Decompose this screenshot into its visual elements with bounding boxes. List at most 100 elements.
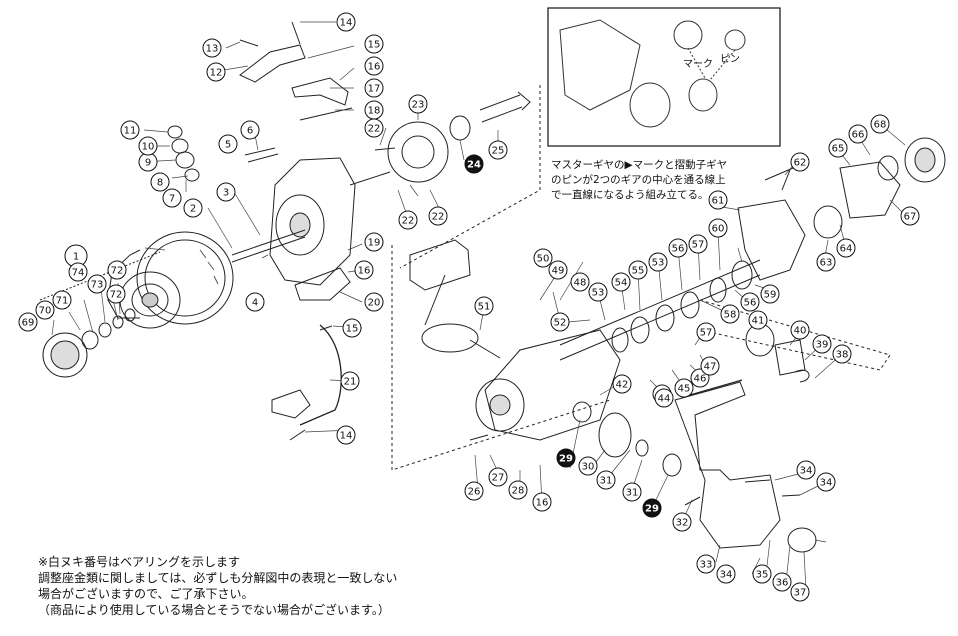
callout-label: 40 bbox=[794, 326, 807, 337]
rotor-nut-23 bbox=[387, 121, 449, 183]
callout-label: 26 bbox=[468, 487, 481, 498]
callout-circle bbox=[596, 470, 616, 490]
callout-circle bbox=[654, 388, 674, 408]
callout-circle bbox=[216, 182, 236, 202]
callout-label: 14 bbox=[340, 431, 353, 442]
inset-note: マスターギヤの▶マークと摺動子ギヤ のピンが2つのギアの中心を通る線上 で一直線… bbox=[551, 158, 777, 203]
callout-72: 72 bbox=[107, 260, 127, 280]
callout-label: 32 bbox=[676, 518, 689, 529]
callout-circle bbox=[52, 290, 72, 310]
guide-dashed-rotor-group bbox=[399, 85, 541, 269]
callout-26: 26 bbox=[464, 481, 484, 501]
callout-label: 34 bbox=[720, 570, 733, 581]
callout-circle bbox=[464, 481, 484, 501]
callout-label: 27 bbox=[492, 473, 505, 484]
callout-label: 23 bbox=[412, 100, 425, 111]
callout-label: 67 bbox=[904, 212, 917, 223]
body-assembly bbox=[475, 137, 946, 441]
callout-32: 32 bbox=[672, 512, 692, 532]
drag-washer-72 bbox=[112, 315, 124, 329]
part-callouts: 1234567891011121314141515161616171819202… bbox=[18, 12, 920, 602]
callout-18: 18 bbox=[364, 100, 384, 120]
gear-64 bbox=[813, 205, 843, 239]
inset-note-line: で一直線になるよう組み立てる。 bbox=[551, 189, 709, 201]
callout-circle bbox=[700, 356, 720, 376]
callout-label: 16 bbox=[358, 266, 371, 277]
callout-label: 39 bbox=[816, 340, 829, 351]
callout-label: 17 bbox=[368, 84, 381, 95]
guide-dashed-spool-bracket bbox=[39, 251, 161, 308]
callout-circle bbox=[772, 572, 792, 592]
callout-circle bbox=[752, 564, 772, 584]
callout-circle bbox=[340, 371, 360, 391]
callout-circle bbox=[364, 118, 384, 138]
callout-22: 22 bbox=[398, 210, 418, 230]
callout-circle bbox=[816, 472, 836, 492]
reel-body bbox=[484, 329, 621, 441]
callout-56: 56 bbox=[740, 292, 760, 312]
callout-label: 50 bbox=[537, 254, 550, 265]
bail-arm-20 bbox=[294, 267, 351, 301]
callout-20: 20 bbox=[364, 292, 384, 312]
callout-circle bbox=[628, 260, 648, 280]
callout-label: 36 bbox=[776, 578, 789, 589]
inset-mark-label: マーク bbox=[683, 58, 713, 70]
callout-circle bbox=[206, 62, 226, 82]
callout-label: 62 bbox=[794, 158, 807, 169]
parts-drawing bbox=[39, 7, 946, 591]
callout-circle bbox=[622, 482, 642, 502]
callout-55: 55 bbox=[628, 260, 648, 280]
callout-label: 53 bbox=[592, 288, 605, 299]
callout-74: 74 bbox=[68, 262, 88, 282]
footnote-washer: 調整座金類に関しましては、必ずしも分解図中の表現と一致しない bbox=[38, 571, 398, 585]
callout-13: 13 bbox=[202, 38, 222, 58]
callout-label: 65 bbox=[832, 144, 845, 155]
callout-9: 9 bbox=[138, 152, 158, 172]
rotor-assembly bbox=[167, 44, 356, 426]
gear-53 bbox=[611, 327, 629, 353]
callout-circle bbox=[488, 467, 508, 487]
callout-66: 66 bbox=[848, 124, 868, 144]
handle-knob bbox=[409, 239, 471, 291]
drag-knob-parts bbox=[42, 308, 136, 378]
callout-40: 40 bbox=[790, 320, 810, 340]
washer-8 bbox=[184, 168, 200, 182]
callout-circle bbox=[364, 56, 384, 76]
callout-23: 23 bbox=[408, 94, 428, 114]
callout-label: 58 bbox=[724, 310, 737, 321]
callout-label: 34 bbox=[820, 478, 833, 489]
callout-circle bbox=[532, 492, 552, 512]
callout-29: 29 bbox=[556, 448, 576, 468]
callout-25: 25 bbox=[488, 140, 508, 160]
callout-16: 16 bbox=[532, 492, 552, 512]
callout-label: 18 bbox=[368, 106, 381, 117]
callout-label: 15 bbox=[368, 40, 381, 51]
callout-label: 31 bbox=[626, 488, 639, 499]
drag-washer-71 bbox=[98, 322, 112, 338]
callout-circle bbox=[836, 238, 856, 258]
callout-circle bbox=[336, 425, 356, 445]
callout-62: 62 bbox=[790, 152, 810, 172]
screw-32 bbox=[684, 496, 701, 506]
callout-label: 25 bbox=[492, 146, 505, 157]
callout-circle bbox=[68, 262, 88, 282]
callout-label: 41 bbox=[752, 316, 765, 327]
callout-circle bbox=[35, 300, 55, 320]
callout-label: 35 bbox=[756, 570, 769, 581]
callout-37: 37 bbox=[790, 582, 810, 602]
callout-label: 6 bbox=[247, 126, 253, 137]
callout-28: 28 bbox=[508, 480, 528, 500]
callout-64: 64 bbox=[836, 238, 856, 258]
callout-label: 14 bbox=[340, 18, 353, 29]
callout-circle bbox=[548, 260, 568, 280]
spool-front-flange bbox=[136, 231, 234, 325]
callout-circle bbox=[578, 456, 598, 476]
callout-label: 28 bbox=[512, 486, 525, 497]
washer-31 bbox=[635, 439, 649, 457]
callout-circle bbox=[648, 252, 668, 272]
callout-circle bbox=[796, 460, 816, 480]
callout-circle bbox=[533, 248, 553, 268]
callout-circle bbox=[240, 120, 260, 140]
callout-label: 52 bbox=[554, 318, 567, 329]
callout-label: 69 bbox=[22, 318, 35, 329]
